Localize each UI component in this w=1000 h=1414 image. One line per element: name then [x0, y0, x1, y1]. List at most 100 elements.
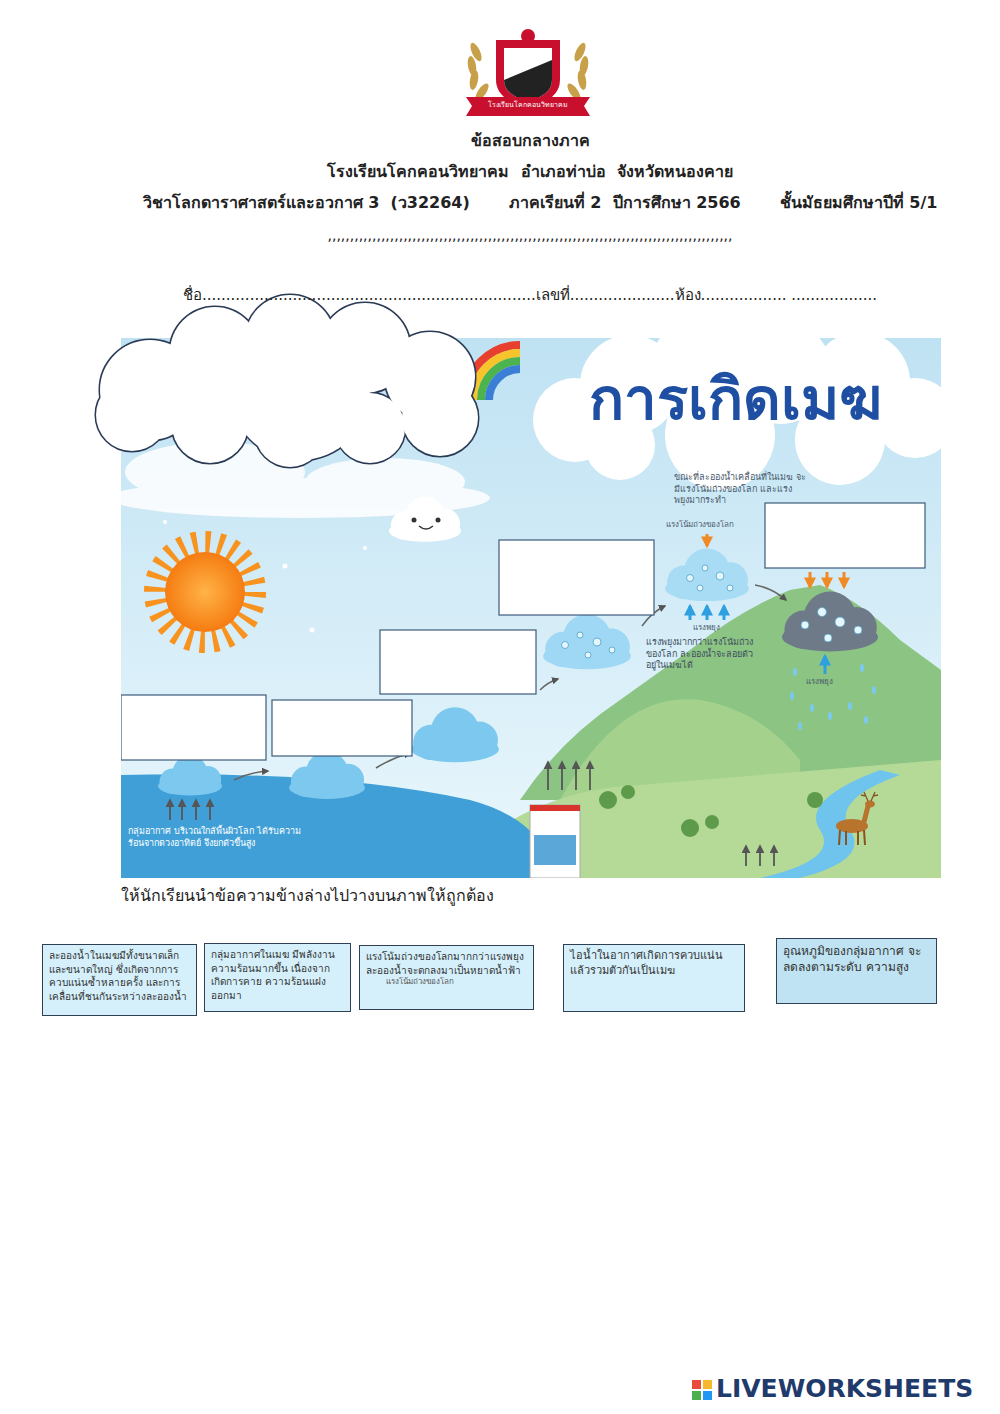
- force-arrow: [706, 606, 709, 620]
- rising-air-arrow: [169, 800, 171, 820]
- stage-note: กลุ่มอากาศ บริเวณใกล้พื้นผิวโลก ได้รับคว…: [128, 826, 308, 849]
- drop-target-cloud: [96, 379, 168, 451]
- watermark: LIVEWORKSHEETS: [716, 1373, 996, 1406]
- smiley-cloud: [412, 518, 417, 523]
- water-droplet: [824, 634, 832, 642]
- star: [363, 546, 367, 550]
- force-label: แรงโน้มถ่วงของโลก: [666, 520, 760, 530]
- drop-target-cloud: [96, 379, 168, 451]
- school-emblem: [504, 48, 552, 101]
- exam-title: ข้อสอบกลางภาค: [300, 131, 760, 152]
- rising-air-arrow: [759, 846, 761, 866]
- force-arrow: [723, 606, 726, 620]
- drop-target-box: [765, 503, 925, 568]
- sun: [155, 542, 255, 642]
- rain-drop: [793, 668, 797, 676]
- rising-air-arrow: [773, 846, 775, 866]
- rain-drop: [848, 702, 852, 710]
- sun: [165, 552, 245, 632]
- book: [530, 805, 580, 878]
- card-text: ละอองน้ำในเมฆมีทั้งขนาดเล็ก และขนาดใหญ่ …: [49, 949, 190, 1003]
- drop-target-cloud: [230, 320, 370, 460]
- star: [163, 520, 367, 633]
- watermark-icon: [703, 1391, 712, 1400]
- rising-air-arrow: [209, 800, 211, 820]
- school-emblem: [466, 41, 589, 102]
- answer-card: ไอน้ำในอากาศเกิดการควบแน่น แล้วรวมตัวกัน…: [563, 944, 745, 1012]
- tree: [681, 819, 699, 837]
- rising-air-arrow: [561, 762, 563, 790]
- name-line: ชื่อ....................................…: [140, 286, 920, 306]
- book: [530, 805, 580, 878]
- cloud-stage: [411, 707, 499, 762]
- star: [310, 628, 315, 633]
- tree: [599, 785, 823, 837]
- smiley-cloud: [389, 497, 461, 542]
- drop-target-cloud: [96, 295, 478, 467]
- school-emblem: [504, 60, 552, 101]
- mountain: [760, 770, 900, 878]
- rain-drop: [798, 722, 802, 730]
- rain-drop: [790, 692, 794, 700]
- school-line: โรงเรียนโคกคอนวิทยาคม อำเภอท่าบ่อ จังหวั…: [180, 162, 880, 183]
- drop-target-box: [499, 540, 654, 615]
- smiley-cloud: [419, 526, 433, 529]
- rain-drop: [810, 704, 814, 712]
- rain-drop: [864, 716, 868, 724]
- deer: [861, 792, 878, 801]
- force-arrow: [706, 534, 709, 546]
- stage-arrow: [540, 679, 558, 690]
- tree: [705, 815, 719, 829]
- answer-card: แรงโน้มถ่วงของโลกมากกว่าแรงพยุง ละอองน้ำ…: [359, 945, 534, 1010]
- drop-target-box: [121, 503, 925, 760]
- deer: [865, 801, 875, 808]
- card-subtext: แรงโน้มถ่วงของโลก: [366, 977, 527, 988]
- watermark-icon: [703, 1380, 712, 1389]
- force-arrow: [809, 572, 812, 587]
- title-cloud: [875, 378, 941, 458]
- watermark-icon: [692, 1380, 701, 1389]
- answer-card: ละอองน้ำในเมฆมีทั้งขนาดเล็ก และขนาดใหญ่ …: [42, 944, 197, 1016]
- watermark-icon: [692, 1391, 701, 1400]
- rising-air-arrow: [575, 762, 577, 790]
- drop-target-cloud: [230, 320, 370, 460]
- sky-scene: [121, 338, 941, 878]
- cloud-stage: [289, 751, 365, 799]
- tree: [807, 792, 823, 808]
- drop-target-cloud: [402, 380, 478, 456]
- cloud-stage: [665, 549, 749, 602]
- force-arrow: [824, 656, 827, 674]
- watermark-icon: [692, 1380, 712, 1400]
- rising-air-arrow: [589, 762, 591, 790]
- water-droplet: [687, 575, 694, 582]
- card-text: แรงโน้มถ่วงของโลกมากกว่าแรงพยุง ละอองน้ำ…: [366, 950, 527, 977]
- rain-drop: [828, 712, 832, 720]
- stage-arrow: [234, 771, 268, 780]
- emblem-ribbon-text: โรงเรียนโคกคอนวิทยาคม: [478, 101, 578, 110]
- water-droplet: [577, 632, 583, 638]
- cloud-stage: [543, 614, 631, 669]
- force-arrow: [826, 572, 829, 587]
- book: [534, 835, 576, 865]
- force-label: แรงพยุง: [806, 677, 850, 687]
- card-text: อุณหภูมิของกลุ่มอากาศ จะลดลงตามระดับ ควา…: [783, 943, 930, 975]
- star: [163, 520, 167, 524]
- force-arrow: [843, 572, 846, 587]
- school-emblem: [576, 69, 587, 90]
- answer-card: กลุ่มอากาศในเมฆ มีพลังงานความร้อนมากขึ้น…: [204, 943, 351, 1012]
- rainbow: [481, 361, 520, 400]
- water-droplet: [609, 647, 615, 653]
- stage-arrow: [755, 585, 786, 600]
- drop-target-cloud: [96, 295, 478, 467]
- diagram-heading: การเกิดเมฆ: [530, 362, 940, 437]
- water-droplet: [818, 608, 827, 617]
- school-emblem: [466, 29, 590, 116]
- deer: [839, 830, 865, 845]
- force-arrow: [689, 606, 692, 620]
- star: [283, 564, 288, 569]
- smiley-cloud: [436, 518, 441, 523]
- separator-line: ,,,,,,,,,,,,,,,,,,,,,,,,,,,,,,,,,,,,,,,,…: [200, 226, 860, 244]
- water-droplet: [585, 652, 591, 658]
- tree: [599, 791, 617, 809]
